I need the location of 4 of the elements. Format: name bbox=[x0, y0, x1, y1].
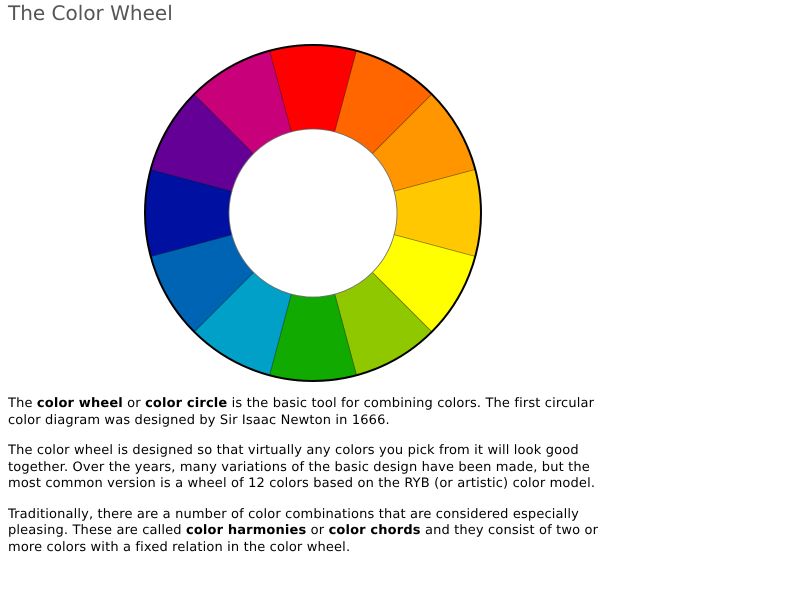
paragraph: The color wheel or color circle is the basic tool for combining colors. The first circular color diagram was designed by Sir Isaac Newton in 1666. bbox=[8, 396, 596, 429]
page-title: The Color Wheel bbox=[8, 0, 173, 26]
paragraph: Traditionally, there are a number of color combinations that are considered especially pleasing. These are called color harmonies or color chords and they consist of two or more colors with a fixed relation in the color wheel. bbox=[8, 506, 600, 556]
paragraph: The color wheel is designed so that virtually any colors you pick from it will look good together. Over the years, many variations of the basic design have been made, but the most common version is a wheel of 12 colors based on the RYB (or artistic) color model. bbox=[8, 443, 596, 492]
